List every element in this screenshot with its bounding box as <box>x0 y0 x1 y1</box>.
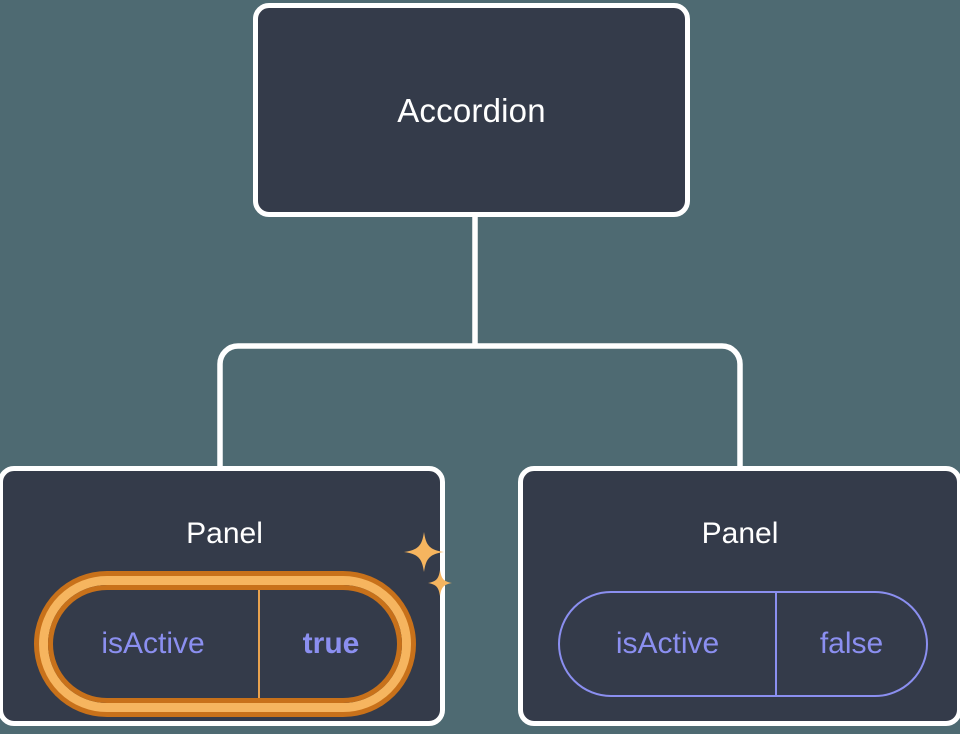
prop-pill-isactive-true[interactable]: isActive true <box>39 576 411 712</box>
prop-pill-key-cell: isActive <box>48 585 260 703</box>
node-panel-active[interactable]: Panel isActive true <box>0 466 452 726</box>
node-panel-inactive-label: Panel <box>701 517 779 550</box>
prop-pill-isactive-false[interactable]: isActive false <box>558 591 928 697</box>
edge-bus-to-panel-0 <box>217 343 475 470</box>
edge-bus-to-panel-1 <box>475 343 743 470</box>
prop-value-isactive: true <box>302 627 360 660</box>
node-panel-active-label: Panel <box>186 517 263 550</box>
prop-name-isactive: isActive <box>615 627 720 660</box>
prop-pill-wrapper-inactive: isActive false <box>558 591 928 697</box>
node-panel-inactive[interactable]: Panel isActive false <box>518 466 960 726</box>
prop-value-isactive: false <box>819 627 884 660</box>
node-accordion[interactable]: Accordion <box>253 3 690 217</box>
sparkle-small-icon <box>428 570 452 596</box>
prop-pill-key-cell: isActive <box>560 593 777 695</box>
prop-pill-wrapper-active: isActive true <box>39 532 452 712</box>
prop-pill-value-cell: false <box>777 593 926 695</box>
prop-pill-value-cell: true <box>260 585 402 703</box>
node-accordion-label: Accordion <box>397 91 546 129</box>
prop-name-isactive: isActive <box>101 627 205 660</box>
